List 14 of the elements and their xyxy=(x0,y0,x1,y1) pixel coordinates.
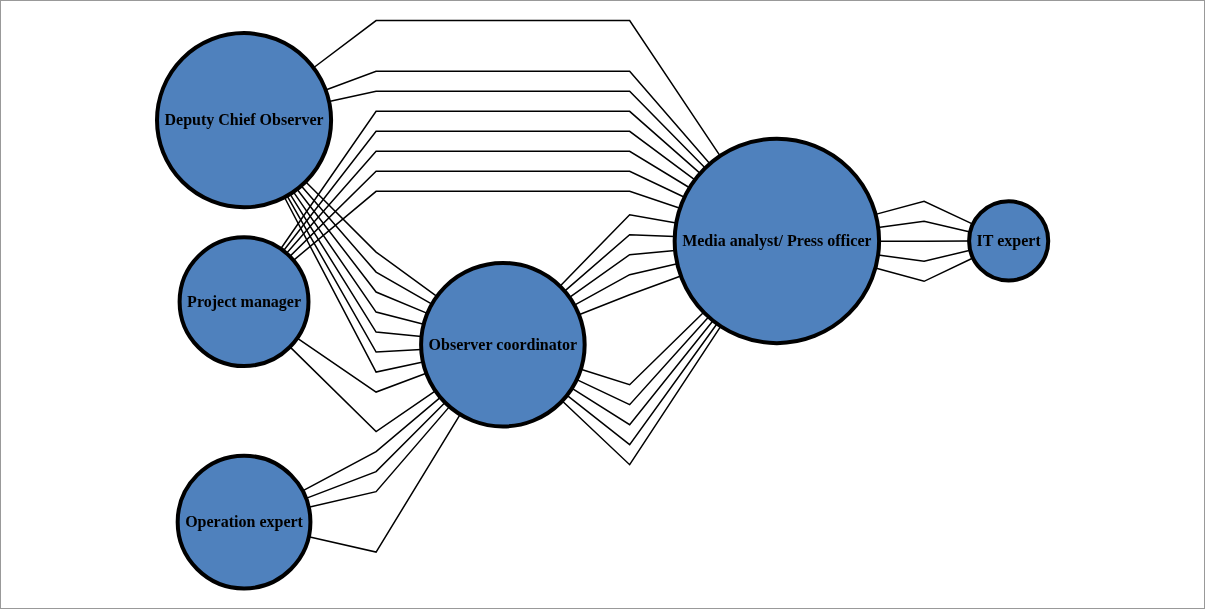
connector xyxy=(282,130,696,252)
connector xyxy=(279,110,701,250)
connector xyxy=(566,323,718,446)
node-circle: IT expert xyxy=(966,199,1051,283)
connector xyxy=(304,180,438,298)
node-circle: Observer coordinator xyxy=(418,260,587,429)
connector xyxy=(300,185,433,305)
node-circle: Media analyst/ Press officer xyxy=(672,136,881,346)
connector xyxy=(289,346,437,433)
connector xyxy=(285,150,691,254)
node-circle: Project manager xyxy=(177,235,311,369)
node-circle: Deputy Chief Observer xyxy=(154,31,333,210)
node-circle: Operation expert xyxy=(175,453,313,591)
connector xyxy=(561,325,722,466)
